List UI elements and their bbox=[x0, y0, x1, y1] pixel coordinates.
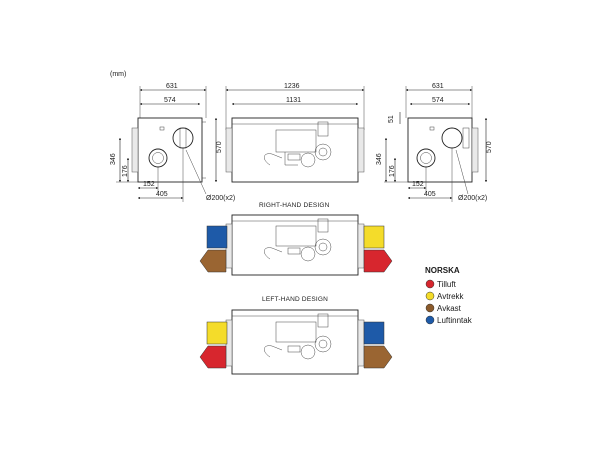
unit-label: (mm) bbox=[110, 71, 126, 78]
side-view-left: 631 574 570 346 176 152 405 Ø200(x2) bbox=[110, 83, 235, 202]
legend-item-avkast: Avkast bbox=[425, 303, 462, 313]
dim-right-346: 346 bbox=[376, 153, 383, 165]
fan-right bbox=[314, 143, 332, 161]
dim-left-574: 574 bbox=[164, 97, 176, 104]
duct-avkast-rh bbox=[199, 249, 227, 273]
duct-luftinntak-rh bbox=[206, 225, 228, 249]
legend-label: Tilluft bbox=[437, 280, 457, 289]
unit-body-front bbox=[231, 117, 359, 183]
duct-circle-lower-right bbox=[416, 148, 436, 168]
legend-swatch-brown bbox=[425, 303, 435, 313]
dim-left-diameter: Ø200(x2) bbox=[206, 195, 235, 202]
dim-right-51: 51 bbox=[388, 115, 395, 123]
legend-item-tilluft: Tilluft bbox=[425, 279, 457, 289]
legend-label: Luftinntak bbox=[437, 316, 473, 325]
dim-front-1236: 1236 bbox=[284, 83, 300, 90]
legend-label: Avkast bbox=[437, 304, 462, 313]
fan-left bbox=[300, 152, 316, 168]
unit-body-side-left bbox=[137, 117, 203, 183]
left-hand-design-title: LEFT-HAND DESIGN bbox=[262, 296, 328, 303]
dim-right-570: 570 bbox=[486, 141, 493, 153]
unit-body-side-right bbox=[407, 117, 473, 183]
duct-tilluft-lh bbox=[199, 345, 227, 369]
left-hand-design bbox=[199, 309, 393, 375]
dim-right-574: 574 bbox=[432, 97, 444, 104]
dim-left-346: 346 bbox=[110, 153, 117, 165]
legend-item-avtrekk: Avtrekk bbox=[425, 291, 465, 301]
legend-item-luftinntak: Luftinntak bbox=[425, 315, 473, 325]
duct-luftinntak-lh bbox=[363, 321, 385, 345]
dim-right-diameter: Ø200(x2) bbox=[458, 195, 487, 202]
unit-body-rh bbox=[231, 214, 359, 276]
dim-right-152: 152 bbox=[412, 181, 424, 188]
legend-label: Avtrekk bbox=[437, 292, 465, 301]
duct-circle-upper bbox=[172, 127, 194, 149]
dim-right-176: 176 bbox=[389, 165, 396, 177]
legend-swatch-red bbox=[425, 279, 435, 289]
duct-circle-lower bbox=[148, 148, 168, 168]
right-hand-design-title: RIGHT-HAND DESIGN bbox=[259, 202, 330, 209]
duct-circle-upper-right bbox=[441, 127, 463, 149]
right-hand-design bbox=[199, 214, 393, 276]
dim-left-152: 152 bbox=[143, 181, 155, 188]
front-view: 1236 1131 bbox=[225, 83, 365, 183]
duct-tilluft-rh bbox=[363, 249, 393, 273]
duct-avkast-lh bbox=[363, 345, 393, 369]
dim-left-570: 570 bbox=[216, 141, 223, 153]
dim-left-176: 176 bbox=[122, 165, 129, 177]
dim-right-631: 631 bbox=[432, 83, 444, 90]
duct-avtrekk-rh bbox=[363, 225, 385, 249]
legend-title: NORSKA bbox=[425, 266, 460, 275]
duct-avtrekk-lh bbox=[206, 321, 228, 345]
dim-right-405: 405 bbox=[424, 191, 436, 198]
legend: NORSKA Tilluft Avtrekk Avkast Luftinntak bbox=[425, 266, 473, 325]
dim-left-405: 405 bbox=[156, 191, 168, 198]
control-box bbox=[275, 129, 317, 153]
side-view-right: 631 574 51 570 346 176 152 405 Ø200(x2) bbox=[376, 83, 493, 202]
dim-front-1131: 1131 bbox=[286, 97, 301, 104]
legend-swatch-blue bbox=[425, 315, 435, 325]
dim-left-631: 631 bbox=[166, 83, 178, 90]
legend-swatch-yellow bbox=[425, 291, 435, 301]
